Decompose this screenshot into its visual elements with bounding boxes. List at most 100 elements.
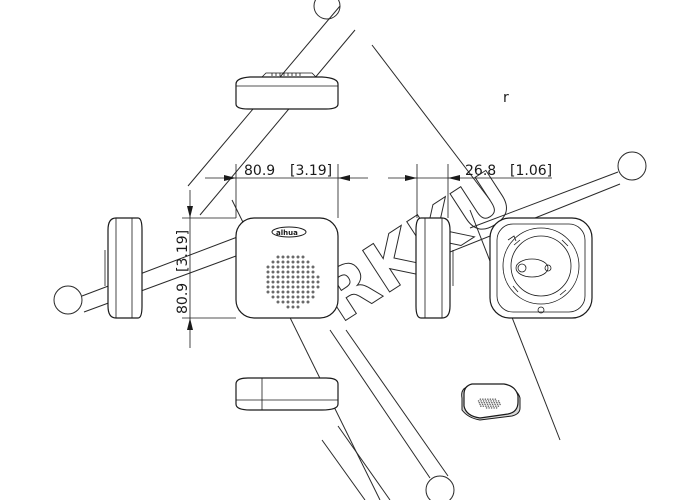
grille-hole (301, 290, 305, 294)
grille-hole (291, 300, 295, 304)
grille-hole (266, 280, 270, 284)
speaker-grille (266, 255, 320, 309)
grille-hole (311, 285, 315, 289)
depth-mm-label: 26.8 (465, 163, 496, 179)
iso-speaker-grille (477, 398, 501, 409)
grille-hole (291, 275, 295, 279)
iso-grille-hole (482, 398, 484, 400)
grille-hole (306, 300, 310, 304)
iso-grille-hole (485, 400, 487, 402)
grille-hole (276, 265, 280, 269)
watermark-circle-bottom (425, 475, 455, 500)
grille-hole (291, 305, 295, 309)
iso-grille-hole (493, 401, 496, 404)
iso-grille-hole (495, 405, 497, 407)
grille-hole (266, 275, 270, 279)
watermark-circle-right (617, 151, 647, 181)
iso-grille-hole (484, 398, 487, 400)
iso-grille-hole (489, 403, 491, 406)
grille-hole (296, 290, 300, 294)
grille-hole (296, 305, 300, 309)
grille-hole (311, 295, 315, 299)
iso-grille-hole (480, 405, 482, 407)
mount-ring-inner (510, 235, 572, 297)
grille-hole (296, 260, 300, 264)
iso-grille-hole (479, 403, 481, 406)
top-view (235, 72, 339, 110)
grille-hole (271, 275, 275, 279)
iso-grille-hole (489, 398, 492, 400)
grille-hole (306, 265, 310, 269)
grille-hole (281, 275, 285, 279)
grille-hole (301, 270, 305, 274)
grille-hole (301, 300, 305, 304)
grille-hole (266, 270, 270, 274)
grille-hole (286, 295, 290, 299)
grille-hole (306, 275, 310, 279)
grille-hole (281, 285, 285, 289)
grille-hole (281, 280, 285, 284)
iso-grille-hole (494, 398, 497, 400)
grille-hole (306, 285, 310, 289)
iso-grille-hole (495, 407, 498, 409)
height-dimension: 80.9 [3.19] (175, 190, 236, 348)
grille-hole (291, 255, 295, 259)
grille-hole (276, 295, 280, 299)
grille-hole (311, 270, 315, 274)
width-inch-label: [3.19] (290, 163, 332, 179)
grille-hole (281, 270, 285, 274)
grille-hole (271, 260, 275, 264)
screw-hole-icon (517, 263, 527, 273)
grille-hole (296, 300, 300, 304)
brand-logo: alhua (271, 226, 307, 238)
grille-hole (281, 295, 285, 299)
grille-hole (271, 270, 275, 274)
grille-hole (271, 280, 275, 284)
grille-hole (296, 285, 300, 289)
grille-hole (266, 265, 270, 269)
grille-hole (316, 285, 320, 289)
iso-grille-hole (493, 407, 495, 409)
iso-grille-hole (487, 400, 490, 402)
grille-hole (286, 280, 290, 284)
grille-hole (316, 280, 320, 284)
left-side-view (104, 217, 143, 319)
iso-grille-hole (481, 403, 484, 406)
grille-hole (276, 270, 280, 274)
iso-grille-hole (485, 407, 488, 409)
iso-grille-hole (496, 401, 498, 404)
mount-slot (515, 258, 549, 278)
grille-hole (291, 260, 295, 264)
grille-hole (271, 290, 275, 294)
width-mm-label: 80.9 (244, 163, 275, 179)
iso-grille-hole (492, 398, 494, 400)
back-view-body (489, 217, 593, 319)
watermark-circle-top (313, 0, 341, 20)
iso-grille-hole (495, 400, 497, 402)
grille-hole (296, 280, 300, 284)
iso-grille-hole (488, 401, 491, 404)
grille-hole (311, 275, 315, 279)
grille-hole (281, 300, 285, 304)
iso-grille-hole (498, 401, 501, 404)
grille-hole (286, 265, 290, 269)
grille-hole (301, 280, 305, 284)
grille-hole (291, 265, 295, 269)
depth-dimension: 26.8 [1.06] (388, 163, 552, 218)
grille-hole (301, 255, 305, 259)
grille-hole (306, 295, 310, 299)
grille-hole (276, 275, 280, 279)
front-view: alhua (235, 217, 339, 319)
grille-hole (296, 275, 300, 279)
grille-hole (286, 285, 290, 289)
height-mm-label: 80.9 (175, 283, 191, 314)
grille-hole (296, 270, 300, 274)
grille-hole (281, 265, 285, 269)
grille-hole (271, 265, 275, 269)
iso-grille-hole (482, 400, 485, 402)
iso-grille-hole (490, 407, 493, 409)
iso-grille-hole (491, 403, 494, 406)
grille-hole (286, 255, 290, 259)
iso-grille-hole (497, 400, 500, 402)
